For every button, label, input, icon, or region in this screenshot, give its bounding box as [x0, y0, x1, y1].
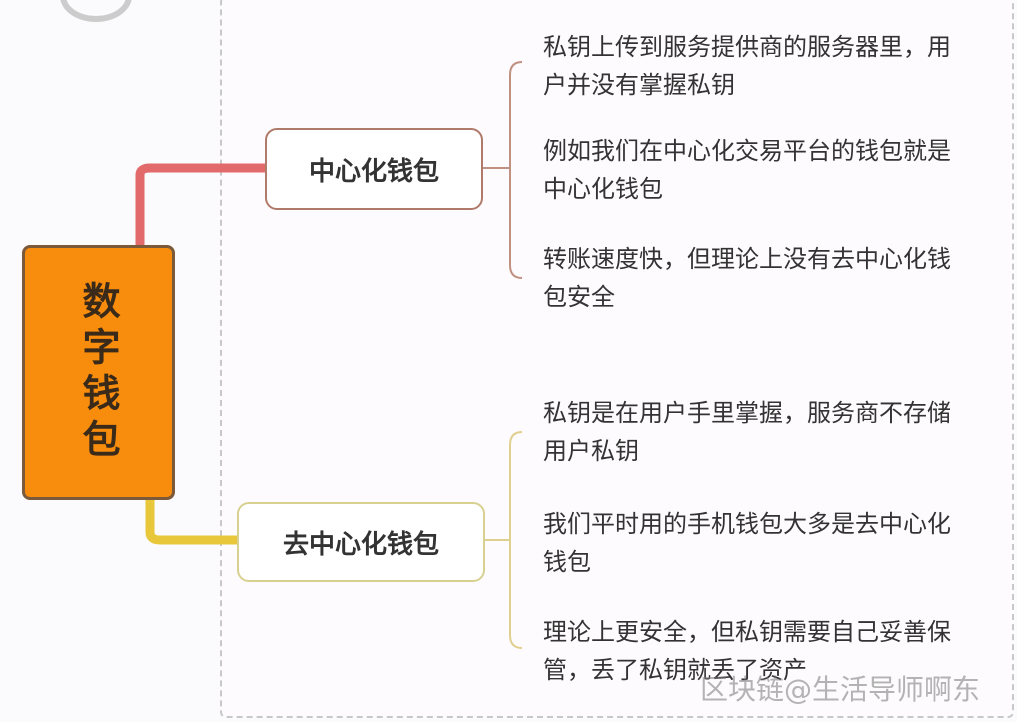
node-centralized-wallet: 中心化钱包 — [265, 128, 483, 210]
leaf: 转账速度快，但理论上没有去中心化钱包安全 — [543, 245, 951, 311]
connector-n2-leaves — [485, 431, 523, 649]
leaf: 私钥是在用户手里掌握，服务商不存储用户私钥 — [543, 399, 951, 465]
dashed-frame — [220, 0, 1014, 718]
leaf: 例如我们在中心化交易平台的钱包就是中心化钱包 — [543, 137, 951, 203]
root-label: 数字钱包 — [76, 280, 120, 465]
node-decentralized-wallet: 去中心化钱包 — [237, 502, 485, 582]
root-node: 数字钱包 — [22, 245, 175, 500]
leaf: 私钥上传到服务提供商的服务器里，用户并没有掌握私钥 — [543, 33, 951, 99]
connector-n1-leaves — [483, 61, 523, 279]
watermark: 区块链@生活导师啊东 — [700, 673, 981, 706]
connector-centralized — [135, 163, 265, 245]
leaf: 我们平时用的手机钱包大多是去中心化钱包 — [543, 510, 951, 576]
connector-decentralized — [145, 500, 237, 545]
leaf: 理论上更安全，但私钥需要自己妥善保管，丢了私钥就丢了资产 — [543, 618, 951, 684]
